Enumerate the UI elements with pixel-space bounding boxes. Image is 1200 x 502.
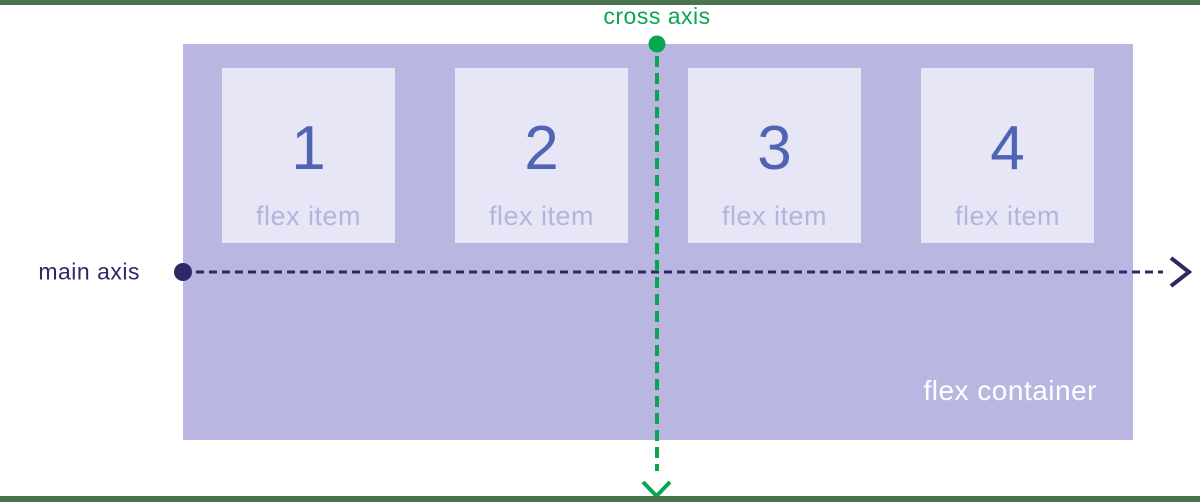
flex-item-4: 4 flex item [921, 68, 1094, 243]
main-axis-label: main axis [38, 258, 140, 285]
flex-item-2-number: 2 [524, 113, 559, 183]
flex-item-1-label: flex item [255, 201, 362, 231]
main-axis-arrow-icon [1169, 256, 1193, 288]
flex-item-4-number: 4 [990, 113, 1025, 183]
flex-item-1: 1 flex item [222, 68, 395, 243]
flex-item-1-number: 1 [291, 113, 326, 183]
flex-container-label: flex container [923, 375, 1097, 406]
top-edge-bar [0, 0, 1200, 5]
flex-item-2: 2 flex item [455, 68, 628, 243]
flex-container: 1 flex item 2 flex item 3 flex item 4 fl… [183, 44, 1133, 440]
bottom-edge-bar [0, 496, 1200, 502]
flex-item-3: 3 flex item [688, 68, 861, 243]
cross-axis-label: cross axis [603, 3, 711, 29]
flex-item-3-number: 3 [757, 113, 792, 183]
flex-item-4-label: flex item [954, 201, 1061, 231]
flex-item-2-label: flex item [488, 201, 595, 231]
cross-axis-arrow-icon [641, 480, 672, 499]
flex-item-3-label: flex item [721, 201, 828, 231]
